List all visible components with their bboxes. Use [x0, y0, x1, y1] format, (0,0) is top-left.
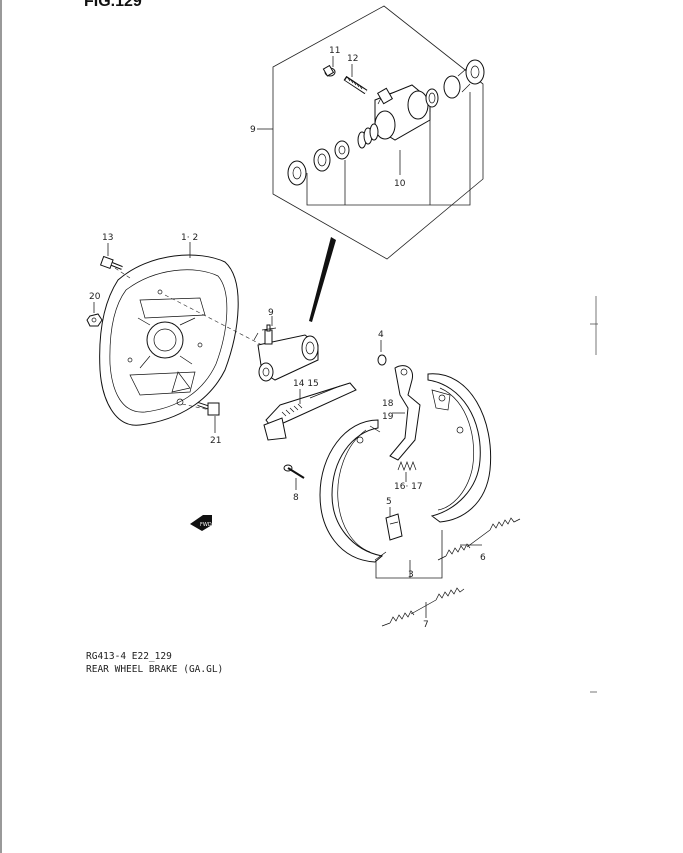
hold-down-pin: [283, 464, 305, 479]
return-spring-6: [437, 517, 521, 561]
piston-cup-right: [425, 88, 439, 108]
callout-8: 8: [293, 493, 299, 503]
spring-inner: [357, 123, 379, 149]
backing-plate: [99, 254, 239, 426]
piston-cup-left: [334, 140, 350, 160]
caption-code: RG413-4 E22_129: [86, 651, 172, 662]
callout-9-inset: 9: [250, 125, 256, 135]
fwd-arrow: FWD: [190, 515, 212, 531]
return-spring-7: [381, 587, 465, 627]
bolt-21: [197, 402, 220, 416]
bleeder-screw: [343, 75, 368, 95]
callout-7: 7: [423, 620, 429, 630]
inset-pointer: [309, 237, 336, 322]
wheel-cylinder-inset: 9 11 12 10: [250, 5, 485, 322]
shoe-retainer: [385, 513, 403, 541]
brake-shoe-rear: [427, 373, 492, 523]
inset-frame: [272, 5, 484, 260]
washer-4: [377, 354, 387, 366]
callout-1-2: 1· 2: [181, 233, 198, 243]
callout-16-17: 16· 17: [394, 482, 423, 492]
nut-20: [86, 313, 103, 327]
bleeder-cap: [322, 64, 336, 77]
callout-3: 3: [408, 570, 414, 580]
adjuster-spring: [397, 461, 417, 471]
callout-4: 4: [378, 330, 384, 340]
bolt-13: [99, 255, 123, 270]
boot-right: [465, 59, 485, 85]
parking-lever: [389, 365, 421, 461]
cylinder-body: [374, 84, 431, 141]
figure-title: FIG.129: [84, 0, 142, 10]
brake-shoe-front: [319, 419, 387, 563]
callout-18: 18: [382, 399, 394, 409]
strut-adjuster: [263, 382, 357, 441]
callout-20: 20: [89, 292, 101, 302]
callout-6: 6: [480, 553, 486, 563]
caption-title: REAR WHEEL BRAKE (GA.GL): [86, 664, 223, 675]
fwd-label: FWD: [200, 522, 212, 528]
callout-11: 11: [329, 46, 340, 56]
callout-19: 19: [382, 412, 394, 422]
callout-9: 9: [268, 308, 274, 318]
boot-left: [287, 160, 307, 186]
wheel-cylinder: [253, 324, 319, 382]
callout-12: 12: [347, 54, 358, 64]
callout-5: 5: [386, 497, 392, 507]
piston-right: [443, 75, 461, 99]
callout-13: 13: [102, 233, 113, 243]
callout-10: 10: [394, 179, 406, 189]
callout-14-15: 14 15: [293, 379, 319, 389]
callout-21: 21: [210, 436, 221, 446]
piston-left: [313, 148, 331, 172]
